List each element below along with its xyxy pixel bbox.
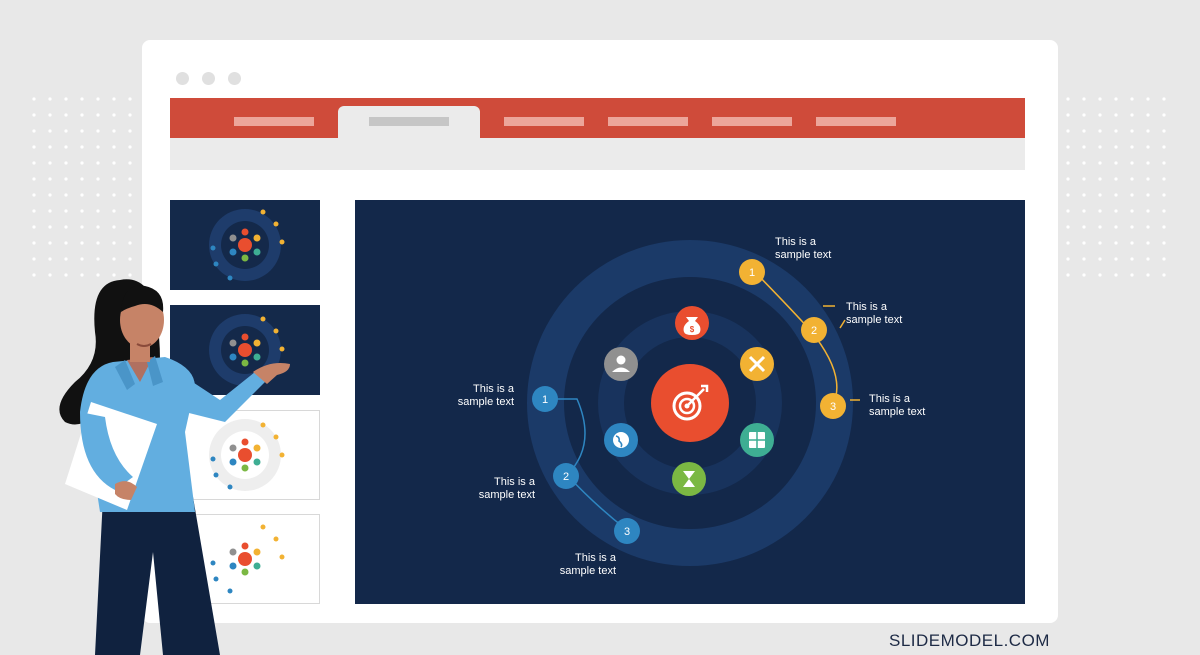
left-marker-3: 3 — [614, 518, 640, 544]
label-line: sample text — [478, 489, 535, 501]
label-line: This is a — [846, 301, 887, 313]
decorative-dot-grid-left — [30, 95, 140, 285]
tab-active[interactable] — [338, 106, 480, 146]
ribbon-toolbar — [170, 138, 1025, 170]
connector-tick — [839, 319, 846, 329]
right-marker-1: 1 — [739, 259, 765, 285]
label-line: This is a — [775, 236, 816, 248]
circular-diagram: $ 1 — [527, 240, 860, 566]
slide-canvas[interactable]: $ 1 — [355, 200, 1025, 604]
target-icon — [651, 364, 729, 442]
marker-number: 3 — [624, 526, 630, 538]
label-line: sample text — [775, 249, 832, 261]
label-line: This is a — [575, 552, 616, 564]
label-line: sample text — [869, 406, 926, 418]
svg-text:$: $ — [690, 325, 695, 334]
right-marker-2: 2 — [801, 317, 827, 343]
user-icon — [604, 347, 638, 381]
label-line: This is a — [473, 383, 514, 395]
decorative-dot-grid-right — [1064, 95, 1174, 285]
tools-icon — [740, 347, 774, 381]
tab-5[interactable] — [712, 117, 792, 126]
label-line: This is a — [869, 393, 910, 405]
slide-thumbnail-2[interactable] — [170, 305, 320, 395]
label-line: sample text — [846, 314, 903, 326]
thumbnail-diagram — [209, 419, 285, 491]
label-line: sample text — [559, 565, 616, 577]
presenter-illustration — [59, 279, 290, 655]
tab-4[interactable] — [608, 117, 688, 126]
marker-number: 1 — [749, 267, 755, 279]
tab-1[interactable] — [234, 117, 314, 126]
marker-number: 2 — [811, 325, 817, 337]
slide-thumbnail-3[interactable] — [170, 410, 320, 500]
marker-number: 3 — [830, 401, 836, 413]
thumbnail-diagram — [210, 524, 285, 594]
tab-2[interactable] — [369, 117, 449, 126]
window-control-minimize[interactable] — [202, 72, 215, 85]
hourglass-icon — [672, 462, 706, 496]
label-line: This is a — [494, 476, 535, 488]
left-marker-2: 2 — [553, 463, 579, 489]
brand-watermark: SLIDEMODEL.COM — [889, 631, 1050, 650]
window-control-close[interactable] — [176, 72, 189, 85]
thumbnail-diagram — [209, 209, 285, 281]
label-line: sample text — [457, 396, 514, 408]
window-control-maximize[interactable] — [228, 72, 241, 85]
calculator-icon — [740, 423, 774, 457]
left-marker-1: 1 — [532, 386, 558, 412]
marker-number: 1 — [542, 394, 548, 406]
money-bag-icon: $ — [675, 306, 709, 340]
slide-thumbnail-1[interactable] — [170, 200, 320, 290]
right-marker-3: 3 — [820, 393, 846, 419]
tab-3[interactable] — [504, 117, 584, 126]
tab-6[interactable] — [816, 117, 896, 126]
marker-number: 2 — [563, 471, 569, 483]
globe-icon — [604, 423, 638, 457]
